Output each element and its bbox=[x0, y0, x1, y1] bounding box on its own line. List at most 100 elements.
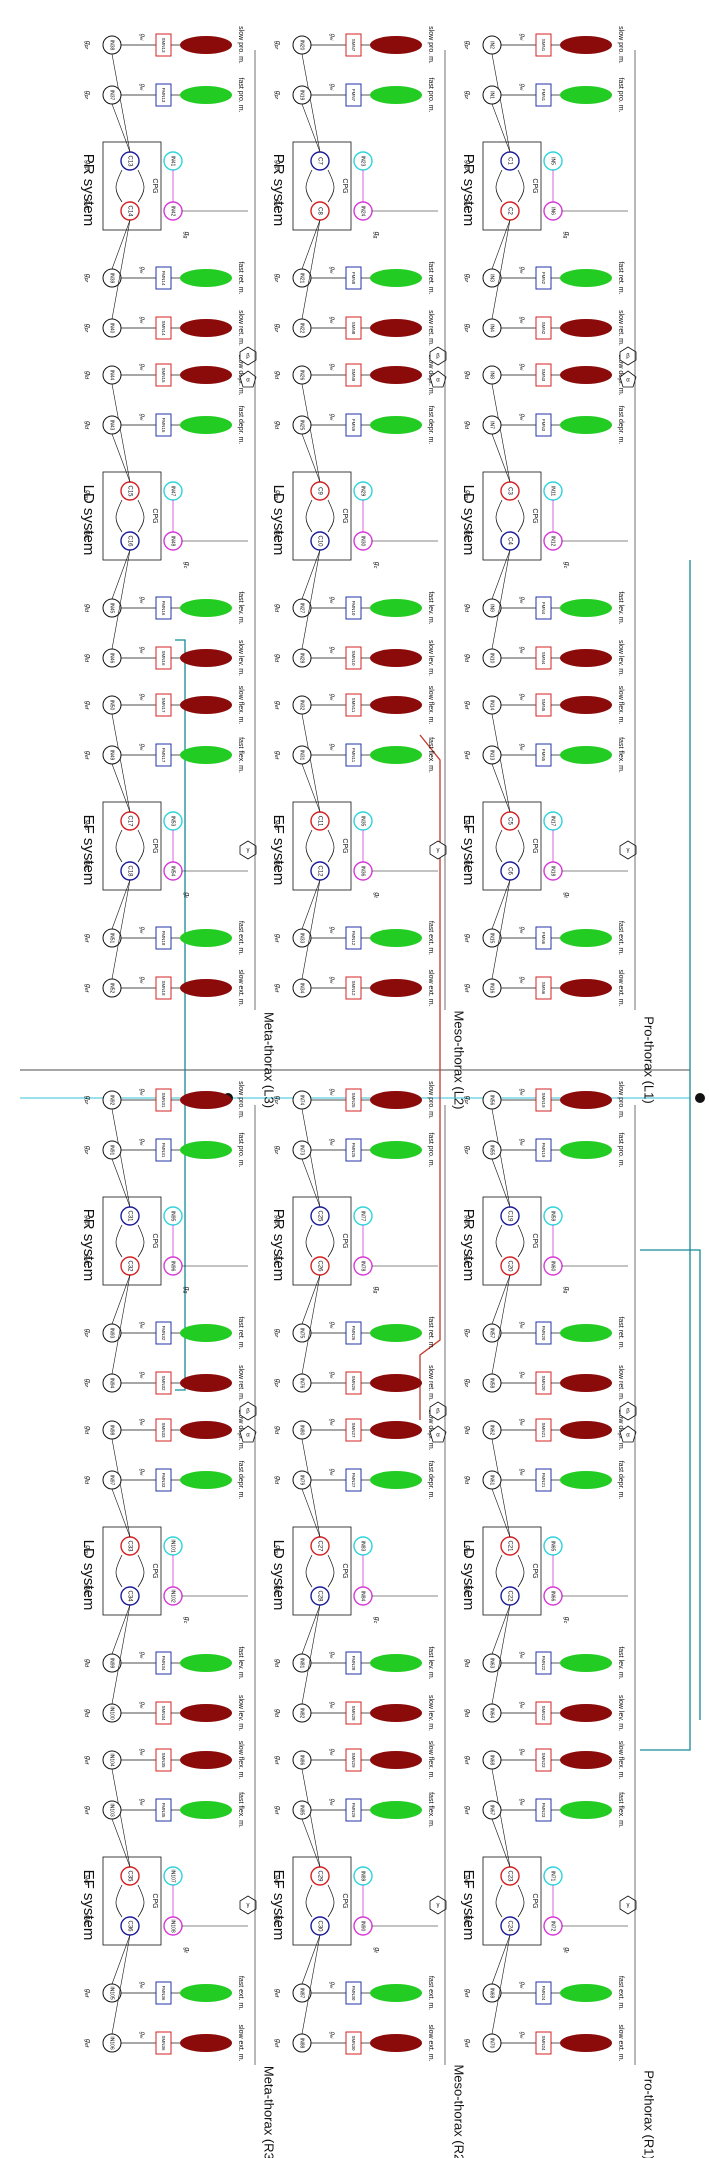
g-top-label: gld bbox=[273, 1426, 282, 1434]
muscle bbox=[560, 1471, 612, 1489]
g-top-label: gef bbox=[273, 984, 282, 993]
cpg-link bbox=[517, 169, 525, 203]
neuron-label: IN67 bbox=[489, 1805, 495, 1816]
chain-link bbox=[301, 383, 321, 483]
motoneuron-label: SMN16 bbox=[161, 650, 166, 666]
chain-link bbox=[111, 383, 131, 483]
motoneuron-label: SMN20 bbox=[541, 1375, 546, 1391]
neuron-label: IN73 bbox=[299, 1145, 305, 1156]
muscle-label: fast ret. m. bbox=[427, 261, 434, 294]
g-cpg-label: gep bbox=[273, 1545, 282, 1555]
inter-neuron-label: IN90 bbox=[360, 1921, 366, 1932]
cpg-link bbox=[495, 169, 503, 203]
inter-neuron-label: IN59 bbox=[550, 1211, 556, 1222]
g-top-label: gef bbox=[83, 934, 92, 943]
chain-link bbox=[301, 1488, 321, 1538]
motoneuron-label: FMN26 bbox=[351, 1326, 356, 1341]
hexagon-node bbox=[619, 1401, 637, 1421]
cpg-link bbox=[115, 169, 123, 203]
cpg-neuron-label: C36 bbox=[126, 1920, 132, 1932]
cpg-box bbox=[102, 1526, 162, 1616]
chain-link bbox=[301, 1818, 321, 1868]
neuron-label: IN25 bbox=[299, 420, 305, 431]
neuron-label: IN13 bbox=[489, 750, 495, 761]
muscle-label: slow ext. m. bbox=[237, 2025, 244, 2062]
hexagon-label: γ bbox=[437, 1903, 440, 1909]
cpg-label: CPG bbox=[341, 1563, 348, 1578]
system-title: PR system bbox=[270, 154, 287, 227]
cpg-link bbox=[137, 1884, 145, 1918]
neuron-label: IN57 bbox=[489, 1328, 495, 1339]
cpg-link bbox=[327, 829, 335, 863]
motoneuron-label: SMN12 bbox=[351, 980, 356, 996]
chain-link bbox=[301, 1934, 321, 1985]
neuron-label: IN58 bbox=[489, 1378, 495, 1389]
chain-link bbox=[111, 1274, 131, 1325]
chain-link bbox=[301, 713, 321, 813]
g-top-label: gpr bbox=[463, 1146, 472, 1155]
neuron-label: IN7 bbox=[489, 421, 495, 429]
system-title: LD system bbox=[80, 485, 97, 556]
muscle bbox=[180, 1374, 232, 1392]
pentagon-node bbox=[429, 370, 447, 388]
g-cpg-label: gep bbox=[83, 1875, 92, 1885]
muscle-label: fast pro. m. bbox=[427, 77, 434, 112]
motoneuron-label: SMN2 bbox=[541, 322, 546, 335]
inter-neuron-label: IN42 bbox=[170, 206, 176, 217]
pentagon-node bbox=[429, 1425, 447, 1443]
neuron-label: IN28 bbox=[299, 653, 305, 664]
muscle-label: fast depr. m. bbox=[427, 1461, 434, 1500]
muscle-label: fast flex. m. bbox=[237, 737, 244, 773]
g-top-label: gpr bbox=[83, 324, 92, 333]
g-bottom-label: gei bbox=[519, 1089, 525, 1097]
system-title: PR system bbox=[80, 1209, 97, 1282]
g-bottom-label: gei bbox=[329, 1372, 335, 1380]
system-title: PR system bbox=[270, 1209, 287, 1282]
g-top-label: gld bbox=[463, 421, 472, 429]
chain-link bbox=[111, 1768, 131, 1868]
cpg-box bbox=[102, 1196, 162, 1286]
g-cpg-label: gep bbox=[83, 1215, 92, 1225]
motoneuron-label: SMN33 bbox=[161, 1422, 166, 1438]
pentagon-node bbox=[239, 370, 257, 388]
chain-link bbox=[491, 1274, 511, 1325]
motoneuron-label: SMN35 bbox=[161, 1752, 166, 1768]
inter-neuron-label: IN101 bbox=[170, 1539, 176, 1553]
chain-link bbox=[301, 219, 321, 270]
chain-link bbox=[301, 1604, 321, 1705]
g-top-label: gef bbox=[273, 701, 282, 710]
motoneuron-label: FMN4 bbox=[541, 602, 546, 615]
g-cpg-label: gep bbox=[83, 200, 92, 210]
neuron-label: IN87 bbox=[299, 1988, 305, 1999]
muscle-label: slow pro. m. bbox=[427, 26, 434, 64]
inter-neuron-label: IN35 bbox=[360, 816, 366, 827]
muscle bbox=[180, 269, 232, 287]
g-bottom-label: gei bbox=[329, 364, 335, 372]
chain-link bbox=[491, 879, 511, 980]
neuron-label: IN105 bbox=[109, 1986, 115, 2000]
muscle bbox=[180, 979, 232, 997]
motoneuron-label: SMN17 bbox=[161, 697, 166, 713]
neuron-label: IN70 bbox=[489, 2038, 495, 2049]
muscle bbox=[560, 1984, 612, 2002]
g-cpg-label: gep bbox=[463, 1585, 472, 1595]
g-bottom-label: gei bbox=[139, 267, 145, 275]
hexagon-label: β bbox=[436, 354, 440, 360]
motoneuron-label: FMN15 bbox=[161, 418, 166, 433]
g-side-label: gg bbox=[562, 1287, 571, 1294]
g-top-label: gld bbox=[83, 1476, 92, 1484]
motoneuron-label: FMN16 bbox=[161, 601, 166, 616]
chain-link bbox=[301, 763, 321, 813]
g-bottom-label: gei bbox=[519, 1469, 525, 1477]
g-bottom-label: gei bbox=[329, 1652, 335, 1660]
g-cpg-label: gep bbox=[273, 1875, 282, 1885]
g-bottom-label: gei bbox=[329, 2032, 335, 2040]
red-link-line bbox=[419, 734, 441, 1420]
